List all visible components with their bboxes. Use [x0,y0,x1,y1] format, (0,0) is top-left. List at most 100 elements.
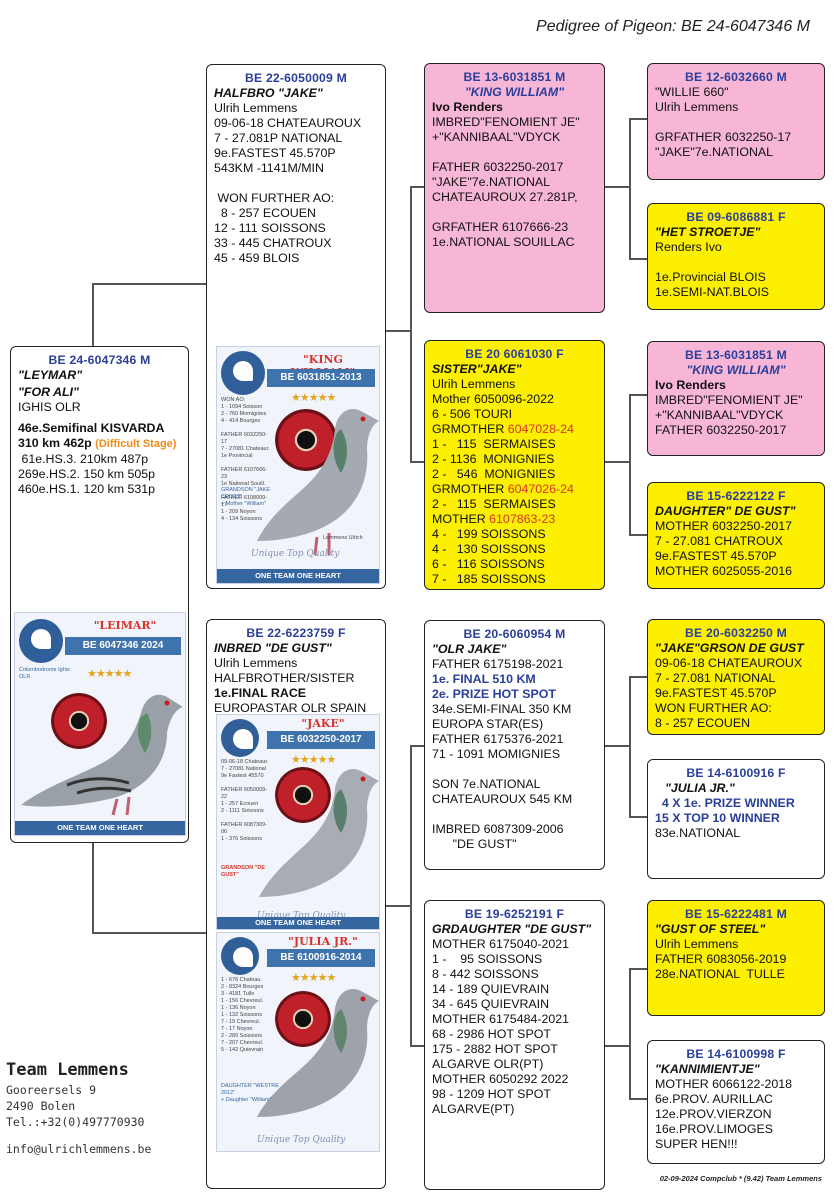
subject-result-stage: (Difficult Stage) [95,438,177,450]
ds-nick: "OLR JAKE" [432,642,507,656]
sd-nick: SISTER"JAKE" [432,362,522,376]
dds-card[interactable]: BE 15-6222481 M "GUST OF STEEL" Ulrih Le… [647,900,825,1016]
sd-line: 1 - 115 SERMAISES [432,437,556,451]
connector [629,534,647,536]
connector [92,842,94,932]
connector [629,118,647,120]
sdd-ring: BE 15-6222122 F [686,489,786,503]
dam-photo-2: "JULIA JR." BE 6100916-2014 ★★★★★ 1 - 67… [216,932,380,1152]
dam-line: EUROPASTAR OLR SPAIN [214,701,367,715]
connector [386,905,410,907]
dsd-line: 83e.NATIONAL [655,826,741,840]
sds-line: +"KANNIBAAL"VDYCK [655,408,784,422]
ssd-card[interactable]: BE 09-6086881 F "HET STROETJE" Renders I… [647,203,825,310]
connector [629,258,647,260]
dsd-nick: "JULIA JR." [665,781,735,795]
dd-line: 68 - 2986 HOT SPOT [432,1027,551,1041]
dam-line: HALFBROTHER/SISTER [214,671,355,685]
connector [629,1098,647,1100]
dd-line: 14 - 189 QUIEVRAIN [432,982,550,996]
sdd-line: MOTHER 6025055-2016 [655,564,793,578]
sdd-nick: DAUGHTER" DE GUST" [655,504,796,518]
sd-gm2-ring: 6047026-24 [507,482,574,496]
club-logo-icon [221,937,259,975]
sdd-line: 7 - 27.081 CHATROUX [655,534,783,548]
dsd-blue-line: 15 X TOP 10 WINNER [655,811,780,825]
dd-ring: BE 19-6252191 F [464,907,565,921]
connector [410,186,424,188]
team-address: Gooreersels 9 [6,1083,97,1097]
sd-line: 6 - 506 TOURI [432,407,513,421]
connector [386,330,410,332]
ddd-line: SUPER HEN!!! [655,1137,738,1151]
sire-line: 45 - 459 BLOIS [214,251,300,265]
ssd-nick: "HET STROETJE" [655,225,761,239]
dam-photo-1-title: "JAKE" [301,717,345,730]
dd-line: 34 - 645 QUIEVRAIN [432,997,550,1011]
dds-nick: "GUST OF STEEL" [655,922,766,936]
dam-sire-card[interactable]: BE 20-6060954 M "OLR JAKE" FATHER 617519… [424,620,605,870]
sd-gm2-label: GRMOTHER [432,482,508,496]
connector [92,283,94,347]
sire-line: 12 - 111 SOISSONS [214,221,326,235]
sss-ring: BE 12-6032660 M [685,70,787,84]
sss-card[interactable]: BE 12-6032660 M "WILLIE 660"Ulrih Lemmen… [647,63,825,180]
sdd-line: MOTHER 6032250-2017 [655,519,793,533]
subject-photo-caption: Columbodrome Ighis OLR [19,667,70,680]
subject-result-main: 46e.Semifinal KISVARDA [18,421,165,435]
sdd-card[interactable]: BE 15-6222122 F DAUGHTER" DE GUST" MOTHE… [647,482,825,589]
stars-icon: ★★★★★ [291,972,336,984]
sss-line: Ulrih Lemmens [655,100,739,114]
connector [92,283,206,285]
sds-line: IMBRED"FENOMIENT JE" [655,393,803,407]
sire-dam-card[interactable]: BE 20 6061030 F SISTER"JAKE" Ulrih Lemme… [424,340,605,590]
ssd-line [655,255,817,270]
stars-icon: ★★★★★ [291,754,336,766]
ds-line: FATHER 6175198-2021 [432,657,564,671]
subject-photo: "LEIMAR" BE 6047346 2024 ★★★★★ Columbodr… [14,612,186,836]
team-email[interactable]: info@ulrichlemmens.be [6,1142,152,1156]
dsd-card[interactable]: BE 14-6100916 F "JULIA JR." 4 X 1e. PRIZ… [647,759,825,879]
dam-dam-card[interactable]: BE 19-6252191 F GRDAUGHTER "DE GUST" MOT… [424,900,605,1190]
sd-line: 2 - 1136 MONIGNIES [432,452,555,466]
ds-line: 34e.SEMI-FINAL 350 KM [432,702,572,716]
ds-blue-line: 2e. PRIZE HOT SPOT [432,687,556,701]
sd-gm1-label: GRMOTHER [432,422,508,436]
bottom-note: 02-09-2024 Compclub * (9.42) Team Lemmen… [659,1174,822,1183]
pigeon-image [257,989,379,1117]
ss-line [432,205,597,220]
sire-line: 9e.FASTEST 45.570P [214,146,336,160]
sire-sire-card[interactable]: BE 13-6031851 M "KING WILLIAM" Ivo Rende… [424,63,605,313]
ddd-card[interactable]: BE 14-6100998 F "KANNIMIENTJE" MOTHER 60… [647,1040,825,1164]
pigeon-image [257,409,379,556]
subject-photo-footer: ONE TEAM ONE HEART [15,821,185,835]
connector [629,394,631,534]
club-logo-icon [221,351,265,395]
dam-nick: INBRED "DE GUST" [214,641,332,655]
sd-line: 7 - 185 SOISSONS [432,572,546,586]
connector [410,1045,424,1047]
dss-card[interactable]: BE 20-6032250 M "JAKE"GRSON DE GUST 09-0… [647,619,825,735]
sss-line: GRFATHER 6032250-17 [655,130,792,144]
dss-line: WON FURTHER AO: [655,701,772,715]
pigeon-eye-image [51,693,107,749]
dss-nick: "JAKE"GRSON DE GUST [655,641,804,655]
ds-line [432,762,597,777]
sds-card[interactable]: BE 13-6031851 M "KING WILLIAM" Ivo Rende… [647,341,825,456]
connector [629,676,631,816]
connector [410,461,424,463]
sd-m-ring: 6107863-23 [489,512,556,526]
dd-line: ALGARVE(PT) [432,1102,515,1116]
sire-photo-contact: Lemmens Ulrich [323,535,363,541]
connector [629,968,631,1098]
ss-line: GRFATHER 6107666-23 [432,220,569,234]
connector [629,816,647,818]
connector [605,186,629,188]
stars-icon: ★★★★★ [291,392,336,404]
club-logo-icon [19,619,63,663]
dss-line: 8 - 257 ECOUEN [655,716,751,730]
club-logo-icon [221,719,259,757]
ddd-ring: BE 14-6100998 F [686,1047,786,1061]
ss-line: 1e.NATIONAL SOUILLAC [432,235,575,249]
sd-line: Mother 6050096-2022 [432,392,554,406]
